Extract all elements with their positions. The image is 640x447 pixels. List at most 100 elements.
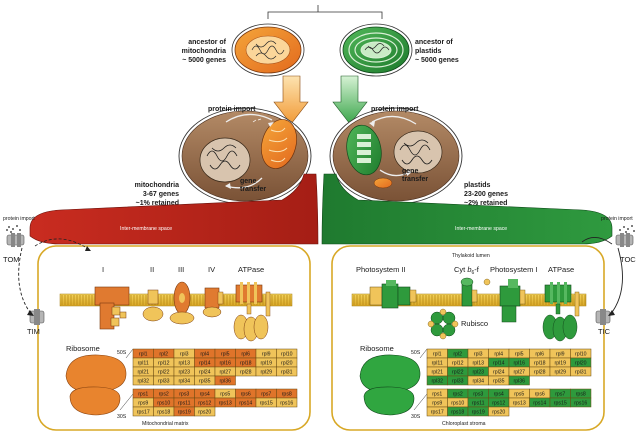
plastid-ribosome-label: Ribosome (360, 344, 394, 353)
plastid-30s-label: 30S (411, 414, 421, 420)
cyt-text: Cyt (454, 265, 466, 274)
plastid-host-mitochondrion (373, 177, 393, 189)
mito-uptake-arrow (273, 75, 309, 125)
protein-cell-label: rps5 (220, 392, 230, 398)
protein-cell-label: rpl28 (240, 370, 252, 376)
tic-translocon (595, 309, 611, 325)
complex-iv (202, 287, 224, 318)
complex-iii-label: III (178, 265, 184, 274)
protein-cell-label: rpl33 (158, 379, 170, 385)
toc-label: TOC (620, 255, 636, 264)
mitochondrial-matrix-label: Mitochondrial matrix (142, 421, 189, 427)
mito-host-nucleus (199, 137, 251, 183)
protein-cell (570, 366, 592, 377)
protein-cell-label: rpl21 (431, 370, 443, 376)
tom-translocon (6, 233, 25, 247)
protein-cell-label: rps10 (157, 401, 170, 407)
protein-cell-label: rps15 (260, 401, 273, 407)
protein-cell-label: rpl5 (515, 352, 524, 358)
protein-cell-label: rpl21 (137, 370, 149, 376)
protein-cell-label: rpl12 (158, 361, 170, 367)
mito-atpase (233, 282, 271, 342)
protein-cell-label: rps15 (554, 401, 567, 407)
cytochrome-b6f (460, 277, 478, 307)
protein-cell-label: rpl11 (138, 361, 149, 367)
protein-cell-label: rpl10 (575, 352, 587, 358)
protein-cell (570, 397, 592, 408)
protein-cell-label: rpl22 (452, 370, 464, 376)
protein-cell-label: rpl6 (535, 352, 544, 358)
protein-cell-label: rpl14 (493, 361, 505, 367)
protein-cell-label: rpl27 (513, 370, 525, 376)
protein-cell (214, 375, 236, 386)
plastid-retained-line-1: plastids (464, 182, 491, 189)
rubisco (427, 308, 459, 340)
protein-cell-label: rpl9 (556, 352, 565, 358)
photosystem-ii-label: Photosystem II (356, 265, 406, 274)
protein-cell-label: rps10 (451, 401, 464, 407)
protein-cell-label: rpl22 (158, 370, 170, 376)
protein-cell-label: rpl2 (453, 352, 462, 358)
protein-cell-label: rps20 (492, 410, 505, 416)
protein-cell-label: rps19 (178, 410, 191, 416)
protein-cell (276, 366, 298, 377)
protein-cell-label: rps20 (198, 410, 211, 416)
chloroplast-stroma-label: Chloroplast stroma (442, 421, 486, 427)
plastid-uptake-arrow (332, 75, 368, 125)
protein-cell-label: rps11 (472, 401, 485, 407)
plastid-ancestor-line-2: plastids (415, 48, 442, 55)
protein-cell-label: rpl2 (159, 352, 168, 358)
mito-50s-label: 50S (117, 350, 127, 356)
mito-intermembrane-label: Inter-membrane space (120, 226, 172, 232)
protein-cell-label: rps19 (472, 410, 485, 416)
protein-cell-label: rpl29 (554, 370, 566, 376)
mito-import-label: protein import (3, 216, 35, 222)
plastid-atpase (542, 282, 580, 342)
mito-retained-label: mitochondria 3-67 genes ~1% retained (135, 182, 179, 207)
protein-cell-label: rpl33 (452, 379, 464, 385)
protein-cell-label: rps3 (473, 392, 483, 398)
protein-cell-label: rpl24 (493, 370, 505, 376)
mito-30s-label: 30S (117, 414, 127, 420)
protein-cell-label: rpl5 (221, 352, 230, 358)
protein-cell-label: rps11 (178, 401, 191, 407)
protein-cell-label: rpl4 (200, 352, 209, 358)
protein-cell-label: rps13 (219, 401, 232, 407)
plastid-gene-transfer-line-2: transfer (402, 176, 428, 183)
protein-cell-label: rps9 (138, 401, 148, 407)
cyt-6-subscript: 6 (472, 270, 475, 276)
plastid-import-label: protein import (601, 216, 633, 222)
rubisco-label: Rubisco (461, 319, 488, 328)
host-cell-plastid (329, 107, 463, 205)
protein-cell-label: rps8 (282, 392, 292, 398)
plastid-gene-transfer-line-1: gene (402, 168, 418, 175)
protein-cell-label: rps13 (513, 401, 526, 407)
mito-atpase-label: ATPase (238, 265, 264, 274)
protein-cell-label: rps14 (533, 401, 546, 407)
protein-cell-label: rps6 (241, 392, 251, 398)
mito-protein-import-label: protein import (208, 106, 256, 113)
protein-cell-label: rpl13 (178, 361, 190, 367)
protein-cell-label: rps3 (179, 392, 189, 398)
plastid-ancestor-line-1: ancestor of (415, 39, 453, 46)
phylogeny-bracket (267, 5, 383, 19)
protein-cell-label: rps4 (200, 392, 210, 398)
protein-cell-label: rpl32 (431, 379, 443, 385)
mito-gene-transfer-line-2: transfer (240, 186, 266, 193)
protein-cell-label: rpl18 (240, 361, 252, 367)
plastid-50s-label: 50S (411, 350, 421, 356)
plastid-import-dots (619, 225, 635, 233)
protein-cell-label: rps2 (453, 392, 463, 398)
mito-retained-line-3: ~1% retained (136, 200, 179, 207)
protein-cell-label: rpl16 (219, 361, 231, 367)
protein-cell-label: rpl1 (139, 352, 148, 358)
plastid-ancestor-label: ancestor of plastids ~ 5000 genes (415, 39, 459, 64)
plastid-ribosome (359, 354, 421, 416)
tic-label: TIC (598, 327, 611, 336)
mito-gene-transfer-line-1: gene (240, 178, 256, 185)
protein-cell-label: rpl36 (513, 379, 525, 385)
plastid-retained-label: plastids 23-200 genes ~2% retained (464, 182, 508, 207)
mito-import-dashed-path (18, 247, 33, 316)
protein-cell-label: rps18 (451, 410, 464, 416)
plastid-atpase-label: ATPase (548, 265, 574, 274)
